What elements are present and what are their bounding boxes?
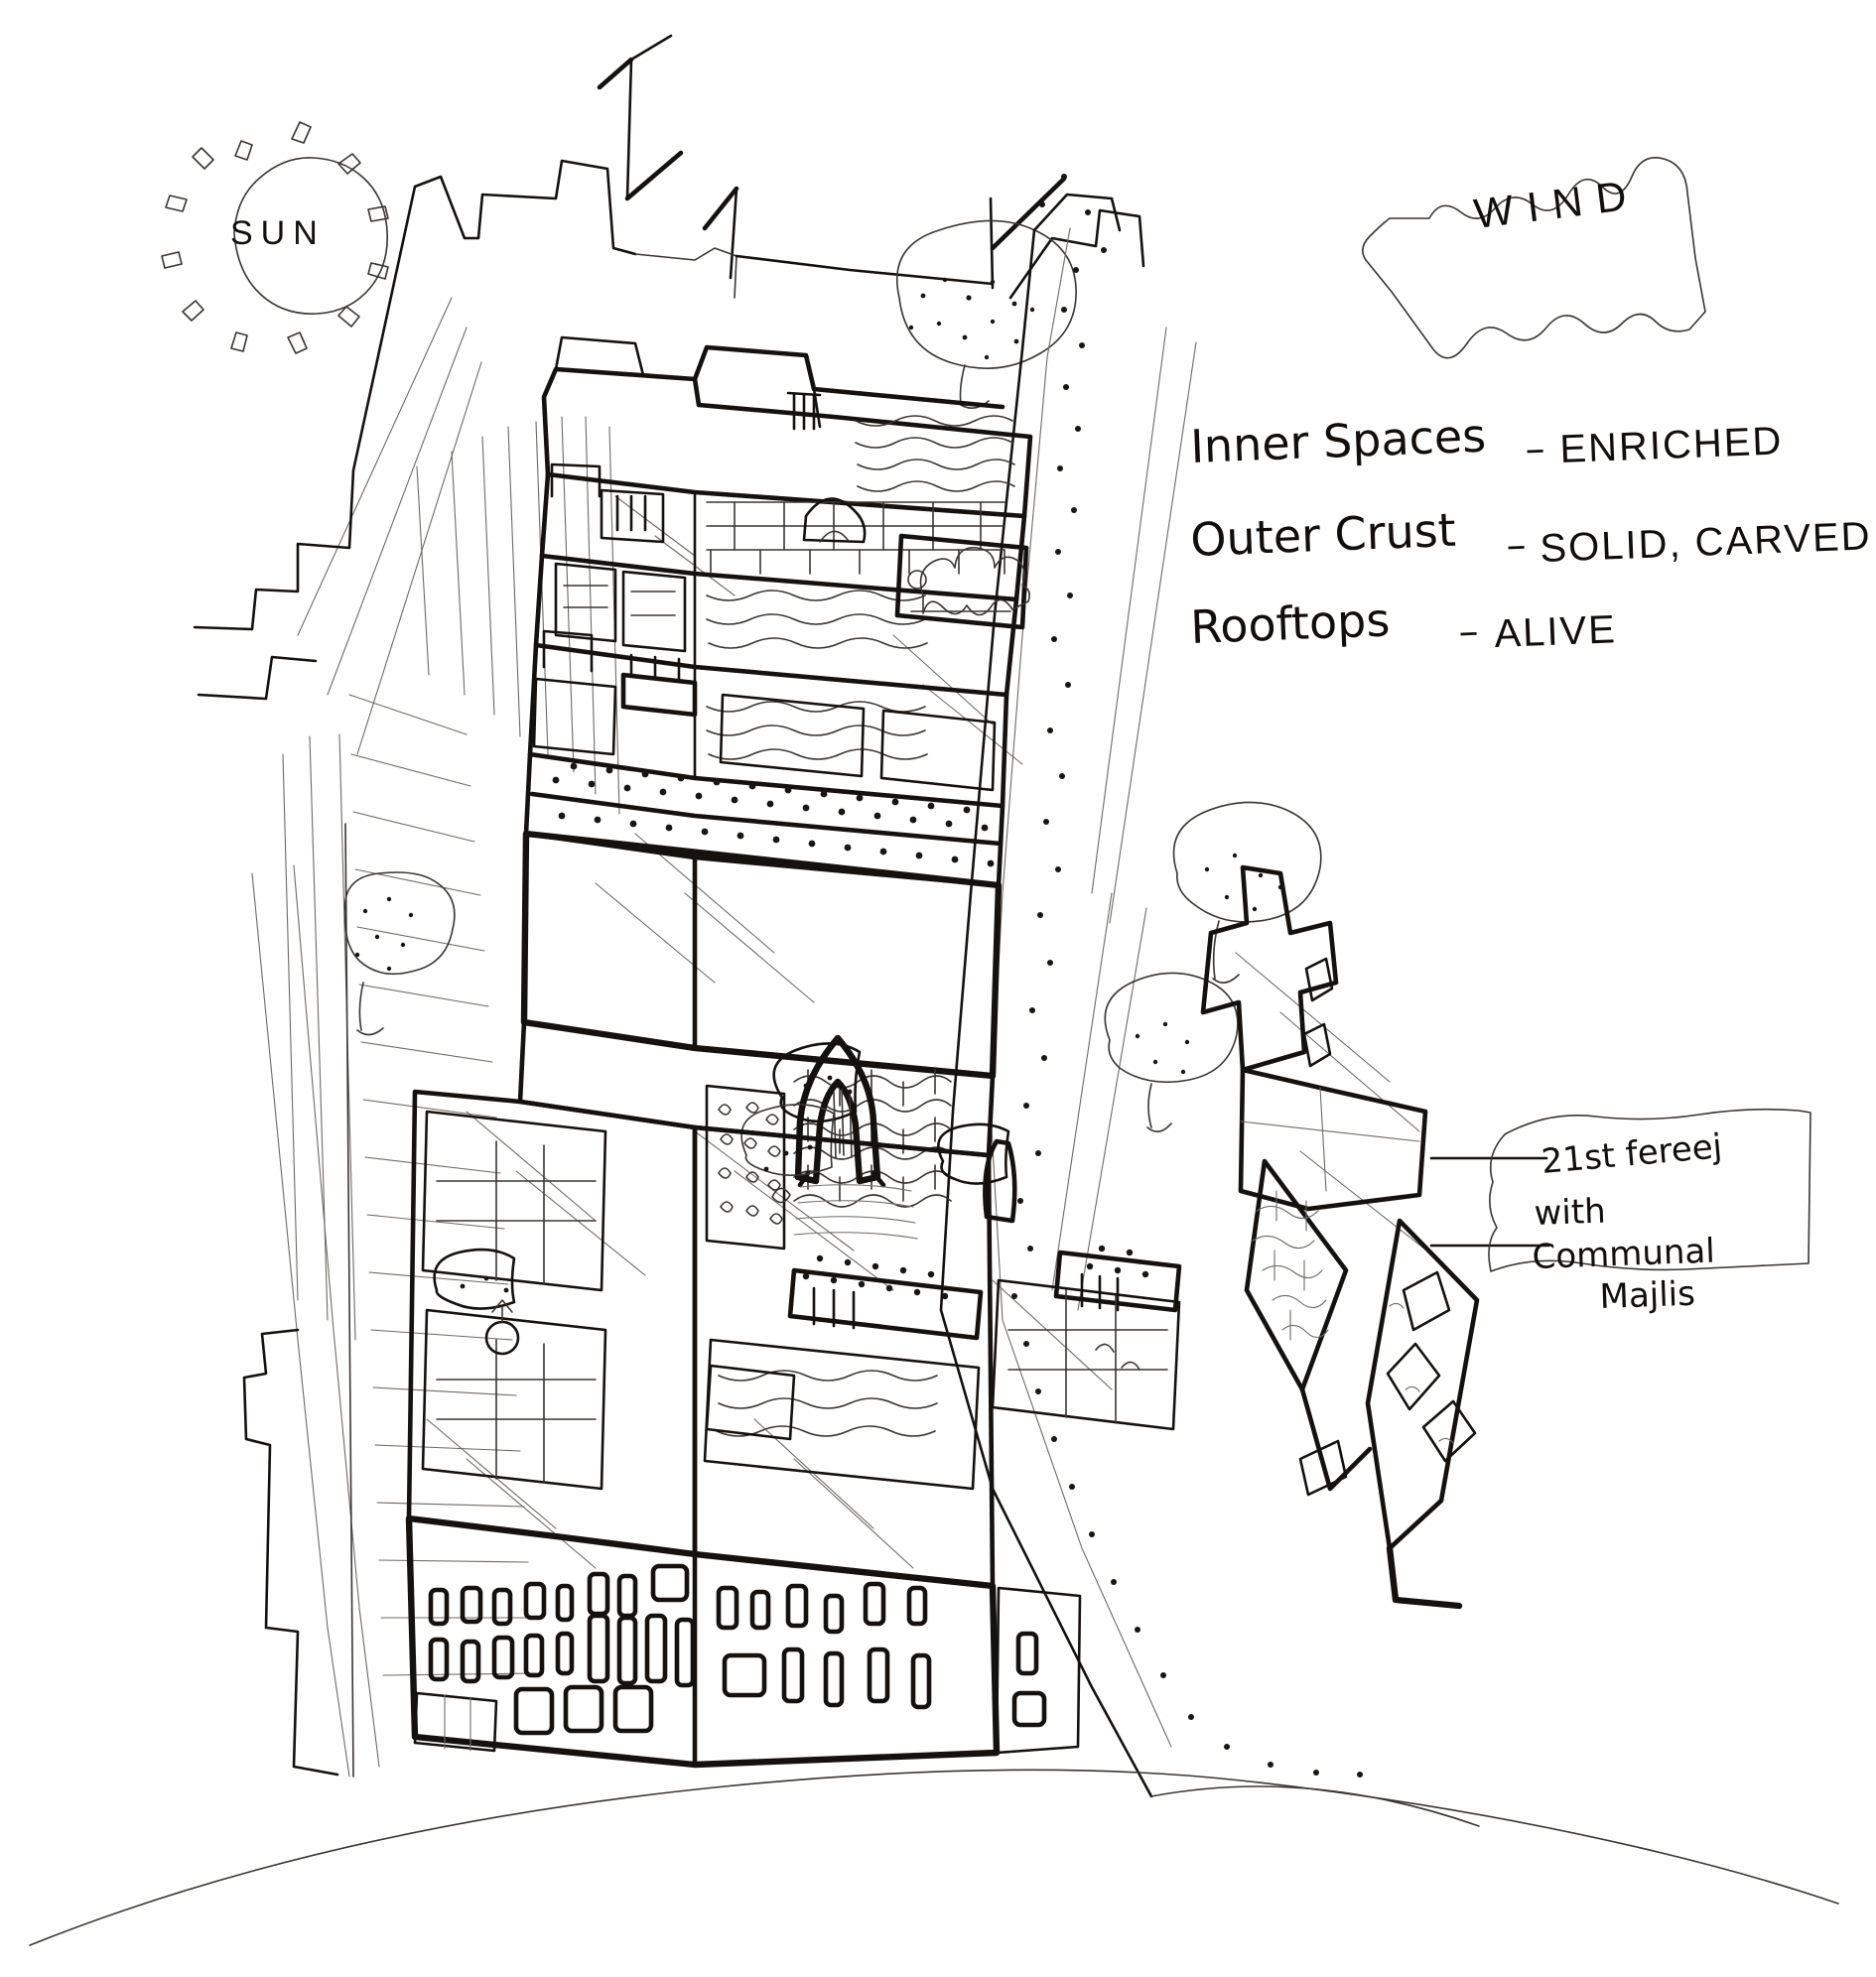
roof-texture <box>716 1370 938 1437</box>
callout-line-2: Communal <box>1532 1232 1715 1277</box>
tree-lower-right <box>1104 972 1239 1132</box>
roof-balustrade-motif <box>600 488 665 544</box>
callout-balloon <box>1488 1108 1811 1272</box>
parapet-stipple <box>552 762 995 867</box>
carved-facade-block <box>405 1515 1082 1769</box>
callout-line-1: with <box>1534 1192 1606 1234</box>
callout-text: 21st fereej with Communal Majlis <box>1532 1126 1724 1317</box>
central-courtyard <box>520 830 1017 1251</box>
principle-value: ENRICHED <box>1559 419 1784 471</box>
principle-dash: – <box>1525 426 1548 472</box>
garden-note-panel <box>894 533 1030 630</box>
right-hand-buildings <box>1200 864 1480 1610</box>
principle-value: ALIVE <box>1494 607 1618 656</box>
principle-term: Inner Spaces <box>1189 409 1487 473</box>
roof-texture <box>855 415 1015 492</box>
callout-line-3: Majlis <box>1599 1274 1696 1317</box>
carved-facade-windows <box>716 1581 932 1710</box>
roof-texture <box>706 590 928 649</box>
principle-row-2: Rooftops – ALIVE <box>1189 593 1617 656</box>
pointed-arch-majlis <box>794 1034 886 1188</box>
tree-left-terrace <box>343 871 456 1036</box>
principle-dash: – <box>1506 522 1530 569</box>
principle-term: Outer Crust <box>1189 503 1456 567</box>
principle-row-0: Inner Spaces – ENRICHED <box>1189 409 1784 473</box>
carved-facade-windows <box>428 1563 696 1736</box>
antenna-mast-short <box>702 186 739 280</box>
antenna-mast-tall <box>597 34 684 201</box>
sun-icon: SUN <box>161 121 389 354</box>
small-dome-upper <box>802 497 867 544</box>
stone-texture-upper <box>706 501 1005 575</box>
planting-texture-panel <box>705 1084 786 1251</box>
principle-dash: – <box>1458 608 1482 655</box>
callout-line-0: 21st fereej <box>1540 1126 1723 1182</box>
ground-line-bottom <box>29 1769 1839 1946</box>
stippled-parapet-band <box>523 751 1005 888</box>
courtyard-fountain-left <box>433 1248 520 1356</box>
roof-balustrade-motif <box>786 391 822 431</box>
sun-rays <box>161 121 389 354</box>
parapet-stipple <box>802 1245 1149 1300</box>
principle-term: Rooftops <box>1189 593 1391 654</box>
sun-label: SUN <box>230 214 326 252</box>
courtyard-paving <box>793 1184 918 1240</box>
street-dots <box>1011 174 1363 1778</box>
stepped-street-left <box>242 694 537 1778</box>
antenna-mast-tree <box>989 176 1067 290</box>
third-roof-band <box>527 629 1009 809</box>
roof-texture <box>706 701 928 760</box>
